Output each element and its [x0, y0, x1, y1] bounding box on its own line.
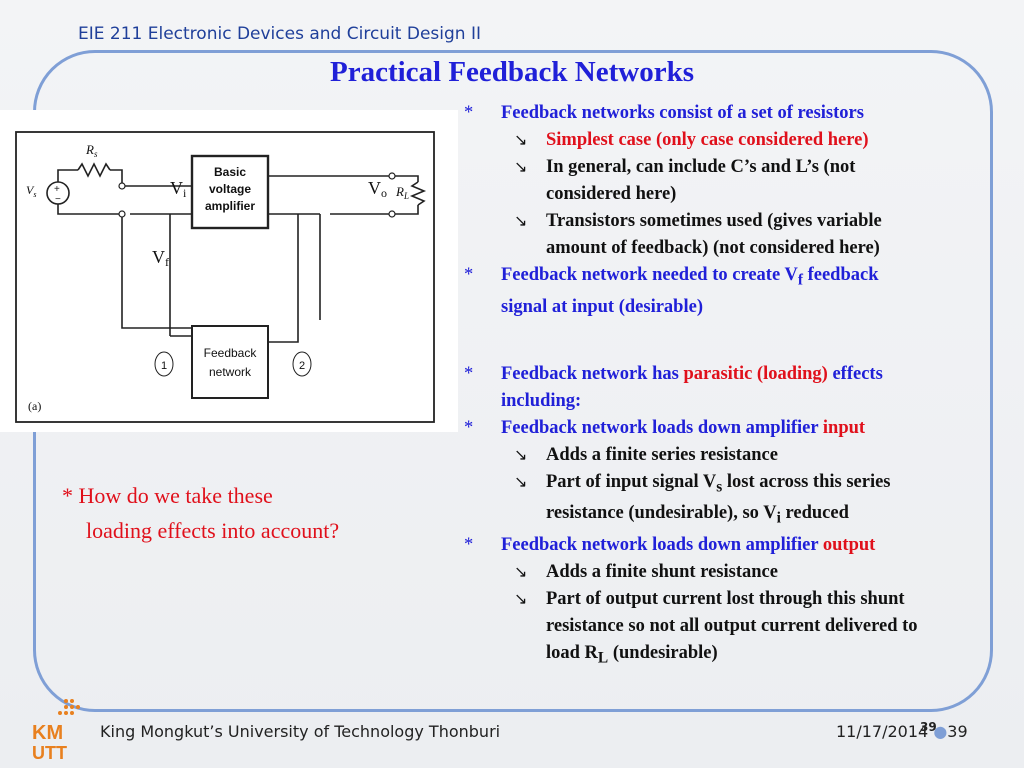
- vs-label: Vs: [26, 183, 36, 199]
- rs-label: Rs: [85, 142, 98, 159]
- circuit-diagram: + − Rs Vs Vi Vf Vo RL Basic voltage ampl…: [15, 131, 435, 423]
- circuit-figure: + − Rs Vs Vi Vf Vo RL Basic voltage ampl…: [0, 110, 458, 432]
- kmutt-logo: KM UTT: [32, 699, 80, 763]
- svg-text:KM: KM: [32, 722, 63, 744]
- arrow-bullet-icon: ↘: [514, 213, 528, 230]
- footer-page-overlay: 39: [920, 720, 937, 734]
- amplifier-label-3: amplifier: [205, 199, 255, 213]
- sub-bullet-item: ↘Part of input signal Vs lost across thi…: [458, 469, 1014, 532]
- asterisk-icon: *: [464, 265, 474, 285]
- amplifier-label-2: voltage: [209, 182, 251, 196]
- asterisk-icon: *: [464, 535, 474, 556]
- footer-date: 11/17/2014: [836, 722, 929, 741]
- feedback-label-2: network: [209, 365, 252, 379]
- amplifier-label-1: Basic: [214, 165, 246, 179]
- course-title: EIE 211 Electronic Devices and Circuit D…: [78, 24, 481, 44]
- sub-bullet-item: ↘Part of output current lost through thi…: [458, 586, 1014, 672]
- footer-page: 39: [947, 722, 968, 741]
- question-text: * How do we take these loading effects i…: [62, 483, 340, 543]
- vf-label: Vf: [152, 247, 169, 269]
- slide-title: Practical Feedback Networks: [329, 56, 694, 88]
- sub-bullet-item: ↘Adds a finite series resistance: [458, 442, 1014, 469]
- bullet-item: *Feedback networks consist of a set of r…: [458, 100, 1014, 127]
- bullet-item: *Feedback network loads down amplifier o…: [458, 532, 1014, 559]
- feedback-label-1: Feedback: [204, 346, 258, 360]
- asterisk-icon: *: [464, 417, 474, 438]
- port-2-label: 2: [299, 360, 305, 372]
- asterisk-icon: *: [464, 363, 474, 384]
- sub-bullet-item: ↘Transistors sometimes used (gives varia…: [458, 208, 1014, 262]
- arrow-bullet-icon: ↘: [514, 132, 528, 149]
- footer-university: King Mongkut’s University of Technology …: [100, 722, 501, 741]
- arrow-bullet-icon: ↘: [514, 473, 528, 491]
- sub-bullet-item: ↘In general, can include C’s and L’s (no…: [458, 154, 1014, 208]
- arrow-bullet-icon: ↘: [514, 446, 528, 464]
- vi-label: Vi: [170, 178, 187, 200]
- port-1-label: 1: [161, 360, 167, 372]
- bullet-item: *Feedback network loads down amplifier i…: [458, 415, 1014, 442]
- bullet-list: *Feedback networks consist of a set of r…: [458, 100, 1014, 672]
- arrow-bullet-icon: ↘: [514, 564, 528, 582]
- source-minus-icon: −: [55, 194, 61, 205]
- rl-label: RL: [395, 184, 409, 201]
- spacer: [458, 321, 1014, 361]
- svg-text:UTT: UTT: [32, 743, 67, 763]
- asterisk-icon: *: [464, 103, 474, 123]
- bullet-separator-icon: ●: [933, 722, 948, 741]
- bullet-item: *Feedback network has parasitic (loading…: [458, 361, 1014, 415]
- arrow-bullet-icon: ↘: [514, 159, 528, 176]
- arrow-bullet-icon: ↘: [514, 591, 528, 609]
- sub-bullet-item: ↘Adds a finite shunt resistance: [458, 559, 1014, 586]
- figure-caption: (a): [28, 399, 41, 413]
- bullet-item: *Feedback network needed to create Vf fe…: [458, 262, 1014, 321]
- source-plus-icon: +: [54, 184, 60, 195]
- sub-bullet-item: ↘Simplest case (only case considered her…: [458, 127, 1014, 154]
- vo-label: Vo: [368, 178, 387, 200]
